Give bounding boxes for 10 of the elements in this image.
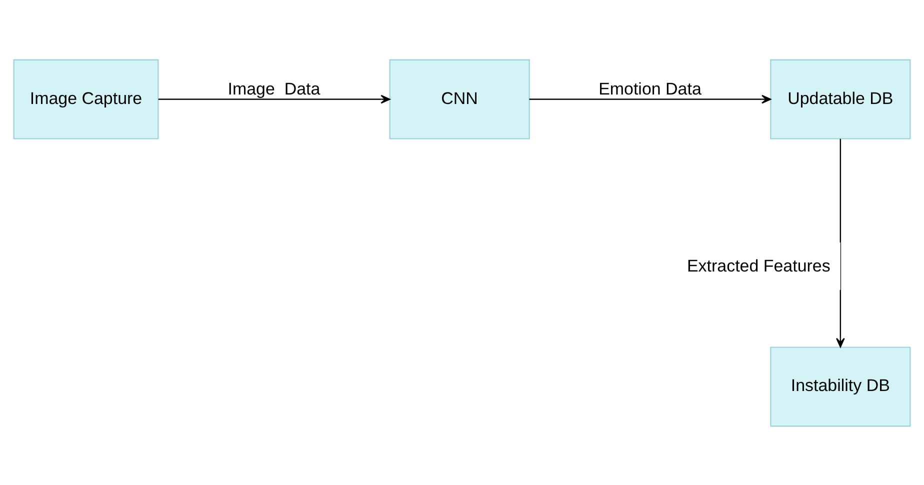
- arrow: [836, 138, 845, 347]
- edge-label: Image Data: [228, 79, 320, 98]
- edge-label: Emotion Data: [598, 79, 702, 98]
- arrow: [529, 94, 772, 104]
- node-box: Image Capture: [13, 58, 159, 139]
- node-box: Updatable DB: [770, 58, 911, 139]
- arrow: [158, 94, 390, 104]
- node-box: CNN: [389, 58, 530, 139]
- edge-label: Extracted Features: [686, 256, 830, 275]
- node-box: Instability DB: [770, 346, 911, 426]
